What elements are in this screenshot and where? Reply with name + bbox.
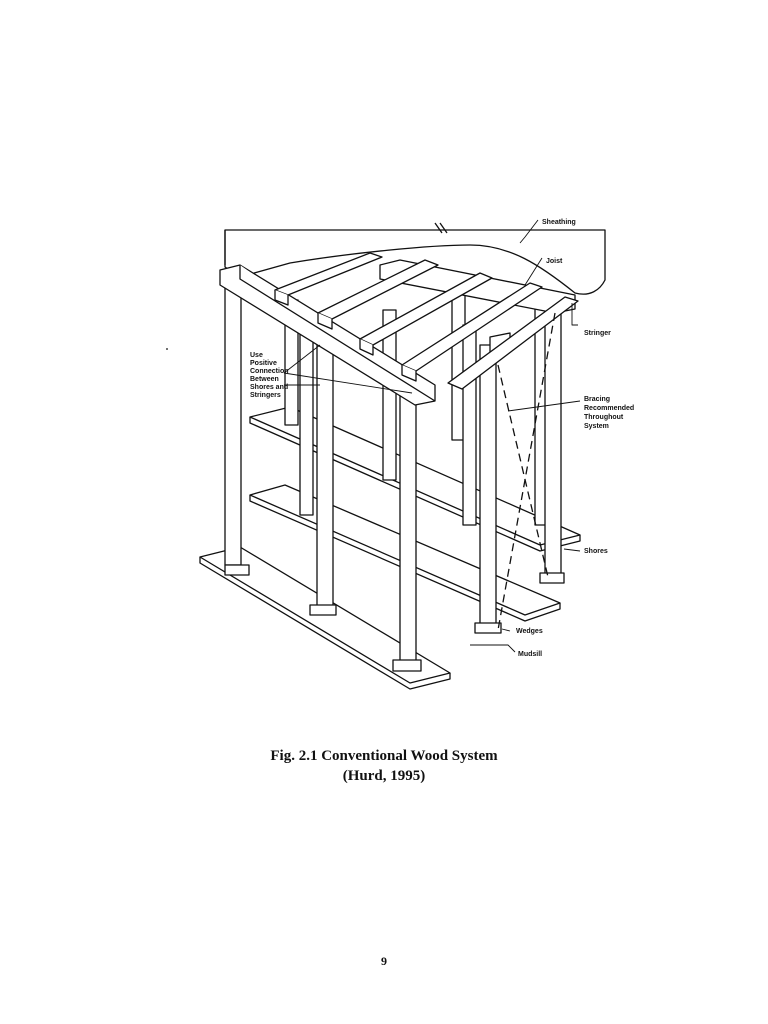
- label-bracing-2: Recommended: [584, 405, 634, 412]
- label-use-4: Between: [250, 376, 279, 383]
- label-stringer: Stringer: [584, 330, 611, 337]
- label-bracing-4: System: [584, 423, 609, 430]
- label-shores: Shores: [584, 548, 608, 555]
- scan-speck: [166, 348, 168, 350]
- label-joist: Joist: [546, 258, 563, 265]
- label-wedges: Wedges: [516, 628, 543, 635]
- label-bracing: Bracing: [584, 396, 610, 403]
- leader-lines: [283, 219, 581, 653]
- shoring-drawing: Sheathing Joist Stringer Bracing Recomme…: [199, 219, 634, 690]
- label-mudsill: Mudsill: [518, 651, 542, 658]
- label-use-6: Stringers: [250, 392, 281, 399]
- page-number: 9: [381, 954, 387, 968]
- figure-caption: Fig. 2.1 Conventional Wood System (Hurd,…: [0, 746, 768, 786]
- callout-labels: Sheathing Joist Stringer Bracing Recomme…: [250, 219, 634, 658]
- label-use-5: Shores and: [250, 384, 288, 391]
- joists: [274, 252, 579, 390]
- bracing: [497, 312, 556, 631]
- caption-citation: (Hurd, 1995): [342, 768, 426, 784]
- caption-title: Fig. 2.1 Conventional Wood System: [270, 748, 498, 764]
- label-sheathing: Sheathing: [542, 219, 576, 226]
- back-shores: [284, 274, 549, 526]
- figure-conventional-wood-system: Sheathing Joist Stringer Bracing Recomme…: [180, 205, 640, 705]
- label-bracing-3: Throughout: [584, 414, 624, 421]
- sheathing-panel: [224, 222, 606, 295]
- label-use: Use: [250, 352, 263, 359]
- label-use-2: Positive: [250, 360, 277, 367]
- label-use-3: Connection: [250, 368, 289, 375]
